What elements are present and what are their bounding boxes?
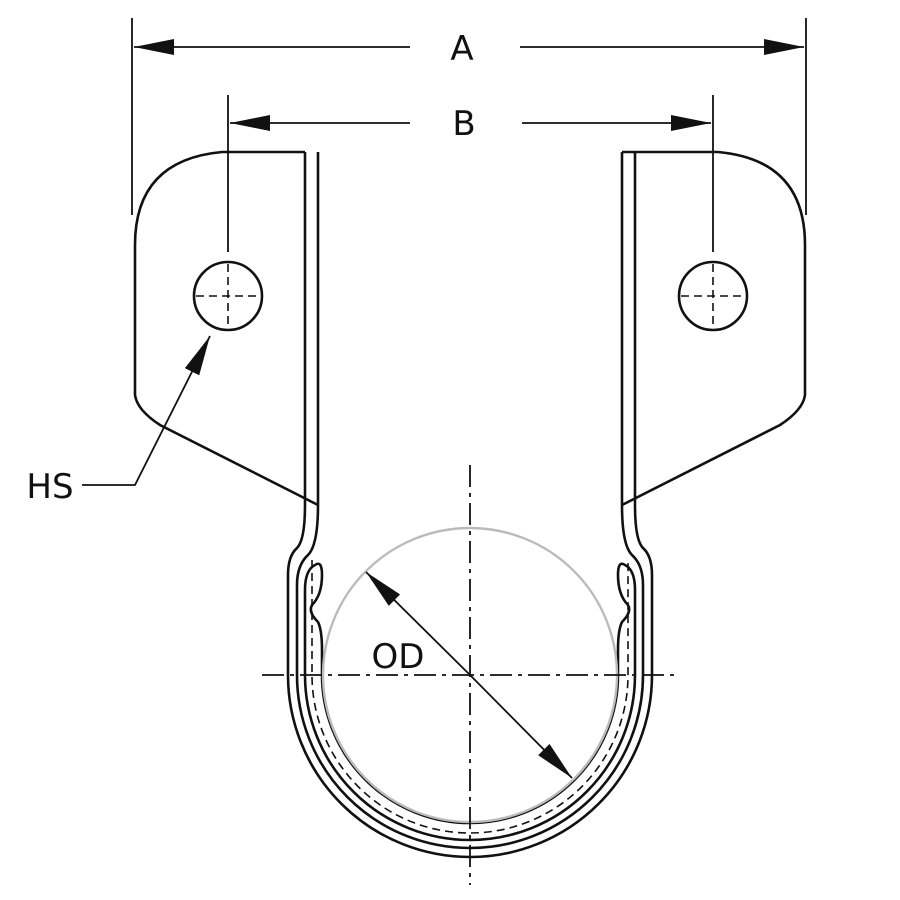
left-flange [133,150,319,507]
right-mounting-hole [677,260,749,332]
hs-label: HS [26,467,73,507]
od-arrow-upper [365,571,471,676]
dimension-a-label: A [450,29,473,69]
dimension-a [131,18,807,215]
hs-leader [82,335,211,486]
dimension-b-label: B [452,104,475,144]
dimension-b [227,95,714,252]
left-mounting-hole [192,260,264,332]
od-label: OD [372,637,425,677]
right-flange [621,150,807,507]
od-arrow-lower [469,674,573,779]
clamp-strap [286,152,654,859]
